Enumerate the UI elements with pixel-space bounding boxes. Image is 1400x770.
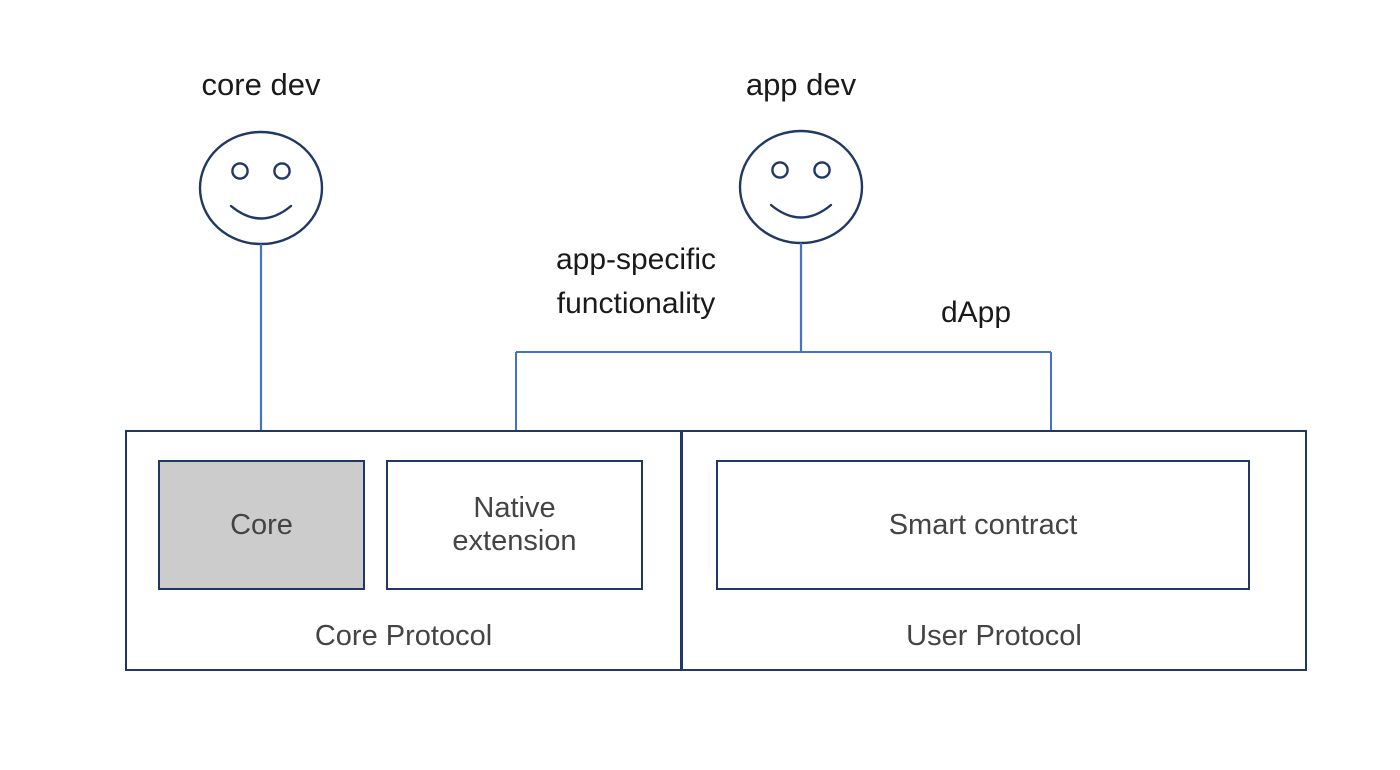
edge-label-app-specific-line2: functionality bbox=[556, 287, 716, 320]
edge-label-app-specific-line1: app-specific bbox=[555, 243, 717, 276]
box-label-native-extension-line2: extension bbox=[452, 525, 577, 557]
box-smart-contract[interactable]: Smart contract bbox=[716, 460, 1250, 590]
panel-label-user-protocol: User Protocol bbox=[906, 620, 1082, 652]
box-core[interactable]: Core bbox=[158, 460, 365, 590]
actor-label-app-dev: app dev bbox=[745, 67, 857, 102]
box-native-extension[interactable]: Native extension bbox=[386, 460, 643, 590]
box-label-smart-contract: Smart contract bbox=[888, 508, 1078, 541]
box-label-native-extension-line1: Native bbox=[473, 492, 556, 524]
smiley-face-icon-app-dev bbox=[738, 129, 864, 245]
panel-label-core-protocol: Core Protocol bbox=[314, 620, 493, 652]
smiley-face-icon-core-dev bbox=[198, 130, 324, 246]
panel-user-protocol: Smart contract User Protocol bbox=[681, 430, 1307, 671]
box-label-core: Core bbox=[230, 508, 293, 541]
edge-label-dapp: dApp bbox=[940, 296, 1012, 329]
actor-label-core-dev: core dev bbox=[201, 67, 321, 102]
panel-core-protocol: Core Native extension Core Protocol bbox=[125, 430, 682, 671]
